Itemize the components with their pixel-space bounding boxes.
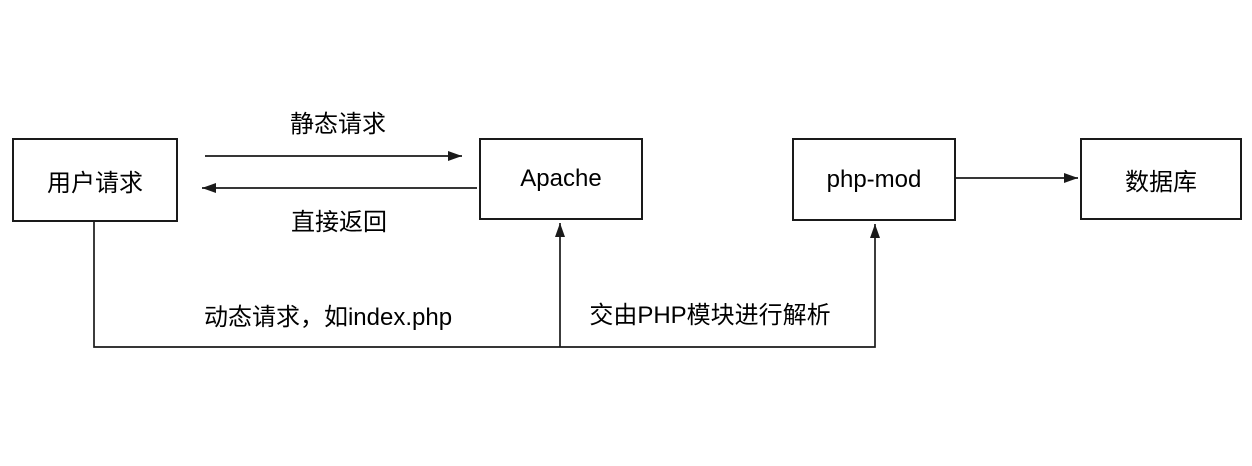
- node-database-label: 数据库: [1125, 168, 1197, 196]
- edge-label-php-parse: 交由PHP模块进行解析: [587, 302, 833, 330]
- node-apache-label: Apache: [520, 165, 602, 192]
- node-user-request: 用户请求: [12, 138, 178, 222]
- node-database: 数据库: [1080, 138, 1242, 220]
- node-apache: Apache: [479, 138, 643, 220]
- edge-dynamic-request-path: [93, 221, 880, 348]
- edge-label-direct-return: 直接返回: [289, 209, 389, 237]
- edge-label-static-request: 静态请求: [288, 111, 388, 139]
- node-php-mod: php-mod: [792, 138, 956, 221]
- node-user-request-label: 用户请求: [47, 169, 143, 197]
- node-php-mod-label: php-mod: [826, 165, 922, 193]
- edge-label-dynamic-request: 动态请求，如index.php: [201, 304, 455, 332]
